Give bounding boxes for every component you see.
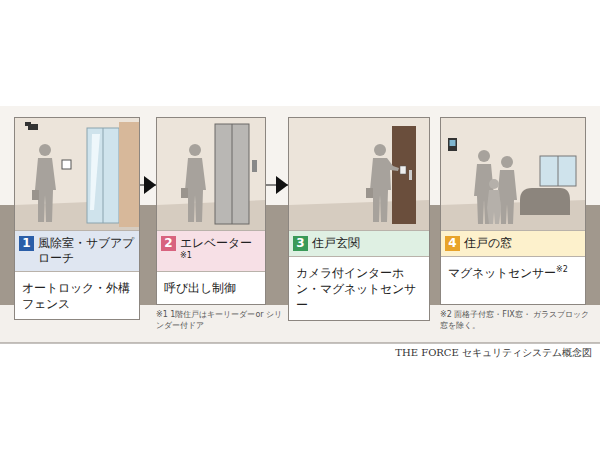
illustration-window — [441, 118, 585, 230]
rule-line — [0, 343, 600, 344]
step-description: オートロック・外構フェンス — [22, 281, 130, 311]
figure-caption: THE FORCE セキュリティシステム概念図 — [395, 346, 592, 360]
panel4-scene — [441, 118, 585, 230]
footnote: ※2 面格子付窓・FIX窓・ ガラスブロック窓を除く。 — [440, 309, 590, 331]
heading-band: 3 住戸玄関 — [289, 230, 429, 257]
heading-band: 4 住戸の窓 — [441, 230, 585, 257]
step-heading: エレベーター — [180, 236, 252, 250]
security-step-panel: 2 エレベーター※1 呼び出し制御 — [156, 117, 266, 305]
flow-arrow — [140, 185, 156, 186]
step-description: マグネットセンサー — [448, 266, 556, 280]
step-number: 4 — [445, 236, 460, 251]
description-area: オートロック・外構フェンス — [15, 272, 139, 319]
flow-arrow — [266, 185, 288, 186]
panel1-scene — [15, 118, 139, 230]
illustration-window — [289, 118, 429, 230]
step-heading: 住戸の窓 — [464, 236, 512, 250]
footnote-mark: ※2 — [556, 265, 568, 274]
step-heading: 住戸玄関 — [312, 236, 360, 250]
description-area: マグネットセンサー※2 — [441, 257, 585, 304]
security-step-panel: 4 住戸の窓マグネットセンサー※2 — [440, 117, 586, 305]
step-description: 呼び出し制御 — [164, 281, 236, 295]
step-heading-wrap: エレベーター※1 — [180, 236, 261, 266]
illustration-window — [15, 118, 139, 230]
step-heading: 風除室・サブアプローチ — [38, 236, 134, 265]
step-heading-wrap: 風除室・サブアプローチ — [38, 236, 135, 266]
heading-band: 1 風除室・サブアプローチ — [15, 230, 139, 272]
step-number: 3 — [293, 236, 308, 251]
heading-band: 2 エレベーター※1 — [157, 230, 265, 272]
step-number: 2 — [161, 236, 176, 251]
description-area: 呼び出し制御 — [157, 272, 265, 304]
step-heading-wrap: 住戸玄関 — [312, 236, 360, 251]
step-number: 1 — [19, 236, 34, 251]
security-step-panel: 3 住戸玄関カメラ付インターホン・マグネットセンサー — [288, 117, 430, 321]
illustration-window — [157, 118, 265, 230]
security-step-panel: 1 風除室・サブアプローチオートロック・外構フェンス — [14, 117, 140, 320]
step-heading-wrap: 住戸の窓 — [464, 236, 512, 251]
description-area: カメラ付インターホン・マグネットセンサー — [289, 257, 429, 320]
panel3-scene — [289, 118, 429, 230]
step-description: カメラ付インターホン・マグネットセンサー — [296, 266, 416, 312]
panel2-scene — [157, 118, 265, 230]
footnote: ※1 1階住戸はキーリーダーor シリンダー付ドア — [156, 309, 286, 331]
footnote-mark: ※1 — [180, 251, 192, 260]
